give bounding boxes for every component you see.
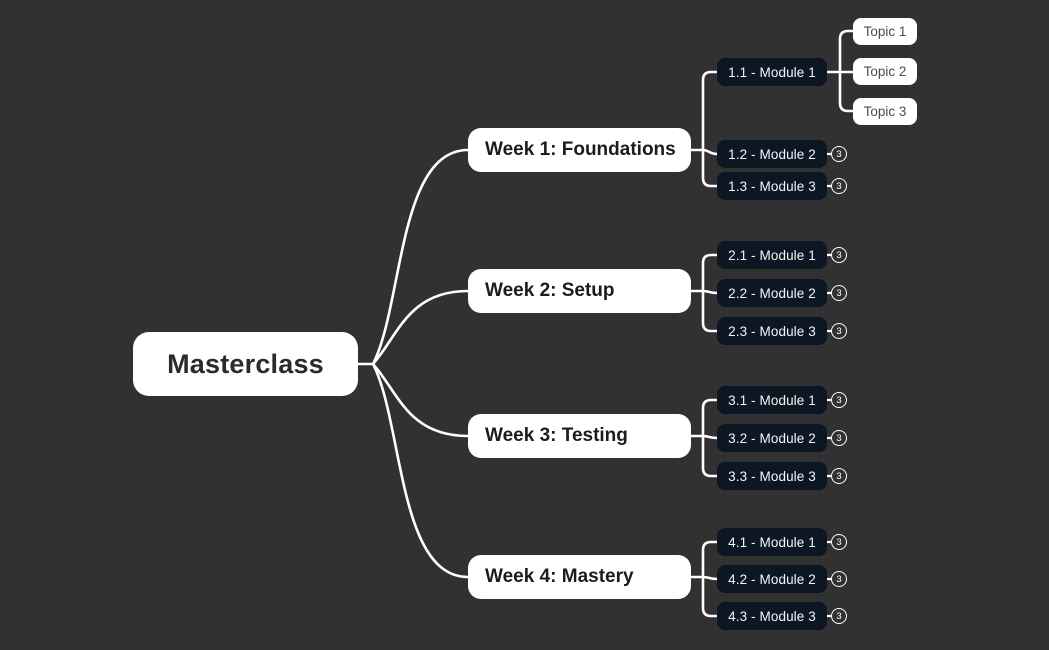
link-week1-m3 — [701, 148, 719, 188]
link-week2-m2 — [701, 289, 719, 295]
link-week4-m2 — [701, 575, 719, 581]
badge-dashes — [825, 152, 833, 618]
link-week4-m1 — [701, 540, 719, 579]
node-week-2[interactable]: Week 2: Setup — [468, 269, 691, 313]
collapse-badge-3-1[interactable]: 3 — [831, 392, 847, 408]
link-week4-m3 — [701, 575, 719, 618]
node-module-3-2[interactable]: 3.2 - Module 2 — [717, 424, 827, 452]
link-m11-topic1 — [838, 29, 855, 74]
collapse-badge-4-1[interactable]: 3 — [831, 534, 847, 550]
node-module-2-3[interactable]: 2.3 - Module 3 — [717, 317, 827, 345]
node-week-4[interactable]: Week 4: Mastery — [468, 555, 691, 599]
collapse-badge-2-3[interactable]: 3 — [831, 323, 847, 339]
link-week2-m3 — [701, 289, 719, 333]
node-module-2-1[interactable]: 2.1 - Module 1 — [717, 241, 827, 269]
node-topic-3[interactable]: Topic 3 — [853, 98, 917, 125]
node-module-4-2[interactable]: 4.2 - Module 2 — [717, 565, 827, 593]
node-module-1-1[interactable]: 1.1 - Module 1 — [717, 58, 827, 86]
link-week2-m1 — [701, 253, 719, 293]
link-root-week2 — [371, 289, 470, 366]
link-m11-topic3 — [838, 70, 855, 113]
link-root-week3 — [371, 362, 470, 438]
node-week-3[interactable]: Week 3: Testing — [468, 414, 691, 458]
node-week-1[interactable]: Week 1: Foundations — [468, 128, 691, 172]
link-week3-m3 — [701, 434, 719, 478]
collapse-badge-2-2[interactable]: 3 — [831, 285, 847, 301]
node-topic-1[interactable]: Topic 1 — [853, 18, 917, 45]
node-module-3-3[interactable]: 3.3 - Module 3 — [717, 462, 827, 490]
node-module-4-1[interactable]: 4.1 - Module 1 — [717, 528, 827, 556]
link-week3-m2 — [701, 434, 719, 440]
collapse-badge-2-1[interactable]: 3 — [831, 247, 847, 263]
node-topic-2[interactable]: Topic 2 — [853, 58, 917, 85]
collapse-badge-4-3[interactable]: 3 — [831, 608, 847, 624]
collapse-badge-1-3[interactable]: 3 — [831, 178, 847, 194]
node-module-1-3[interactable]: 1.3 - Module 3 — [717, 172, 827, 200]
node-root[interactable]: Masterclass — [133, 332, 358, 396]
collapse-badge-1-2[interactable]: 3 — [831, 146, 847, 162]
link-week3-m1 — [701, 398, 719, 438]
node-module-2-2[interactable]: 2.2 - Module 2 — [717, 279, 827, 307]
link-root-week1 — [371, 148, 470, 366]
node-module-1-2[interactable]: 1.2 - Module 2 — [717, 140, 827, 168]
collapse-badge-3-2[interactable]: 3 — [831, 430, 847, 446]
collapse-badge-4-2[interactable]: 3 — [831, 571, 847, 587]
collapse-badge-3-3[interactable]: 3 — [831, 468, 847, 484]
node-module-4-3[interactable]: 4.3 - Module 3 — [717, 602, 827, 630]
node-module-3-1[interactable]: 3.1 - Module 1 — [717, 386, 827, 414]
link-week1-m1 — [701, 70, 719, 152]
link-week1-m2 — [701, 148, 719, 156]
link-root-week4 — [371, 362, 470, 579]
